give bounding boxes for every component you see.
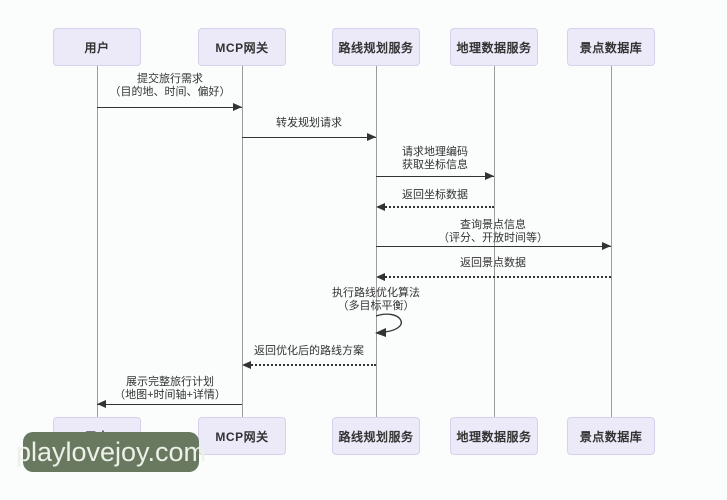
lifeline-geo [493, 66, 495, 417]
message-5-line-1: 查询景点信息 [460, 219, 526, 231]
message-arrow-5 [376, 246, 611, 247]
arrowhead-right-2 [367, 133, 376, 141]
message-arrow-2 [242, 137, 376, 138]
message-arrow-6 [378, 276, 611, 278]
participant-top-mcp: MCP网关 [198, 28, 286, 66]
message-1-line-2: （目的地、时间、偏好） [109, 86, 231, 98]
watermark: playlovejoy.com [16, 432, 206, 472]
message-9-line-1: 展示完整旅行计划 [125, 376, 214, 388]
participant-top-poi: 景点数据库 [567, 28, 655, 66]
message-label-6: 返回景点数据 [460, 257, 526, 270]
message-4-line-1: 返回坐标数据 [402, 189, 468, 201]
participant-top-route: 路线规划服务 [332, 28, 420, 66]
message-label-9: 展示完整旅行计划 （地图+时间轴+详情） [114, 376, 226, 402]
arrowhead-right-5 [602, 242, 611, 250]
lifeline-poi [610, 66, 612, 417]
message-label-2: 转发规划请求 [276, 117, 342, 130]
message-1-line-1: 提交旅行需求 [137, 73, 203, 85]
participant-bottom-poi: 景点数据库 [567, 417, 655, 455]
arrowhead-left-4 [376, 203, 385, 211]
arrowhead-left-6 [376, 273, 385, 281]
message-7-line-1: 执行路线优化算法 [332, 287, 420, 299]
message-6-line-1: 返回景点数据 [460, 257, 526, 269]
participant-top-geo: 地理数据服务 [450, 28, 538, 66]
message-2-line-1: 转发规划请求 [276, 117, 342, 129]
participant-top-user: 用户 [53, 28, 141, 66]
participant-bottom-route: 路线规划服务 [332, 417, 420, 455]
arrowhead-right-3 [485, 172, 494, 180]
message-8-line-1: 返回优化后的路线方案 [254, 345, 364, 357]
participant-bottom-mcp: MCP网关 [198, 417, 286, 455]
message-label-4: 返回坐标数据 [402, 189, 468, 202]
message-arrow-1 [97, 107, 242, 108]
message-arrow-3 [376, 176, 494, 177]
message-label-3: 请求地理编码 获取坐标信息 [402, 146, 468, 172]
message-3-line-1: 请求地理编码 [402, 146, 468, 158]
lifeline-route [375, 66, 377, 417]
arrowhead-left-9 [97, 400, 106, 408]
participant-bottom-geo: 地理数据服务 [450, 417, 538, 455]
lifeline-user [96, 66, 98, 417]
arrowhead-right-1 [233, 103, 242, 111]
message-label-8: 返回优化后的路线方案 [254, 345, 364, 358]
message-arrow-4 [378, 206, 494, 208]
message-arrow-9 [97, 404, 242, 405]
message-arrow-8 [244, 364, 376, 366]
message-5-line-2: （评分、开放时间等） [438, 232, 548, 244]
self-loop-arrow [375, 313, 402, 337]
message-3-line-2: 获取坐标信息 [402, 159, 468, 171]
lifeline-mcp [241, 66, 243, 417]
message-label-5: 查询景点信息 （评分、开放时间等） [438, 219, 548, 245]
message-label-7: 执行路线优化算法 （多目标平衡） [332, 287, 420, 313]
message-label-1: 提交旅行需求 （目的地、时间、偏好） [110, 73, 231, 99]
message-9-line-2: （地图+时间轴+详情） [114, 389, 226, 401]
message-7-line-2: （多目标平衡） [337, 300, 415, 312]
arrowhead-left-8 [242, 361, 251, 369]
